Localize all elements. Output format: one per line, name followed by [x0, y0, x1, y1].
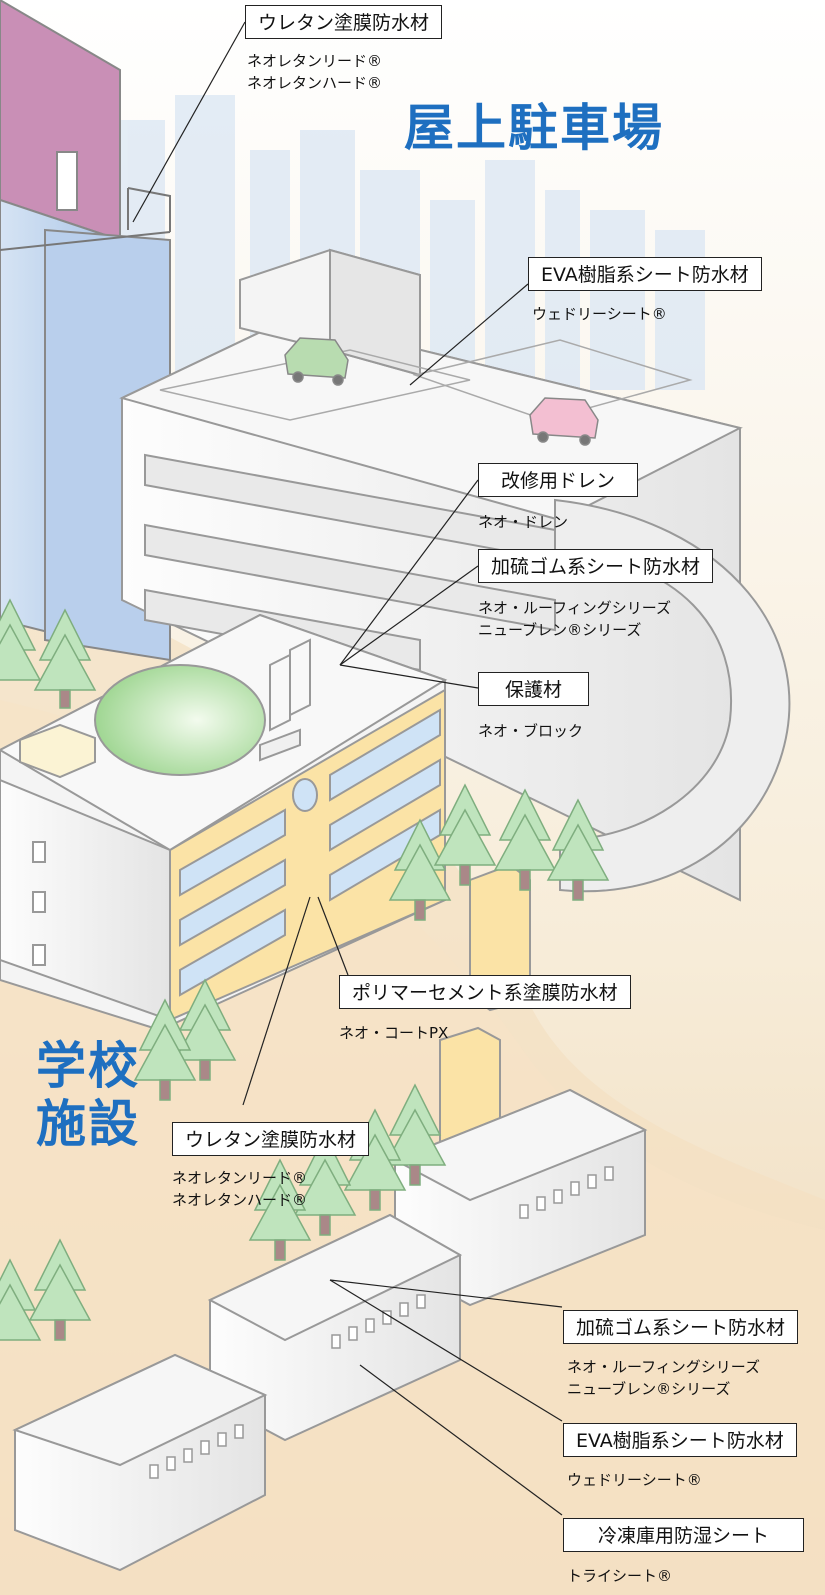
callout-urethane-top-products: ネオレタンリード® ネオレタンハード® — [247, 50, 382, 94]
callout-protection-title: 保護材 — [478, 672, 590, 706]
product-item: ネオ・コートPX — [339, 1024, 449, 1042]
product-item: ネオレタンリード® — [172, 1169, 308, 1187]
callout-drain-products: ネオ・ドレン — [478, 511, 568, 533]
product-item: ネオ・ルーフィングシリーズ — [478, 599, 672, 617]
school-title-line2: 施設 — [36, 1095, 140, 1153]
product-item: ネオ・ブロック — [478, 722, 584, 740]
left-tower — [0, 0, 171, 662]
callout-urethane-school-products: ネオレタンリード® ネオレタンハード® — [172, 1167, 307, 1211]
warehouse-vents — [149, 1166, 614, 1479]
school-title-line1: 学校 — [36, 1037, 140, 1095]
car-pink — [529, 397, 599, 446]
callout-freezer-sheet-products: トライシート® — [567, 1565, 672, 1587]
trees — [0, 598, 610, 1341]
product-item: ウェドリーシート® — [532, 305, 667, 323]
product-item: ネオレタンハード® — [172, 1191, 308, 1209]
warehouses — [12, 1088, 648, 1572]
callout-polymer-cement-products: ネオ・コートPX — [339, 1022, 448, 1044]
rooftop-parking-title: 屋上駐車場 — [404, 99, 664, 157]
product-item: ネオレタンリード® — [247, 52, 383, 70]
callout-protection-products: ネオ・ブロック — [478, 720, 583, 742]
school-facility-title: 学校 施設 — [36, 1037, 140, 1153]
product-item: ウェドリーシート® — [567, 1471, 702, 1489]
school-building — [0, 613, 448, 1032]
callout-drain-title: 改修用ドレン — [478, 463, 639, 497]
callout-urethane-top-title: ウレタン塗膜防水材 — [245, 5, 443, 39]
product-item: ネオ・ドレン — [478, 513, 569, 531]
callout-rubber-warehouse-products: ネオ・ルーフィングシリーズ ニューブレン®シリーズ — [567, 1356, 760, 1400]
callout-eva-top-products: ウェドリーシート® — [532, 303, 667, 325]
product-item: ネオ・ルーフィングシリーズ — [567, 1358, 761, 1376]
car-green — [284, 337, 349, 386]
product-item: ニューブレン®シリーズ — [567, 1380, 731, 1398]
product-item: ネオレタンハード® — [247, 74, 383, 92]
callout-eva-warehouse-products: ウェドリーシート® — [567, 1469, 702, 1491]
callout-freezer-sheet-title: 冷凍庫用防湿シート — [563, 1518, 805, 1552]
callout-urethane-school-title: ウレタン塗膜防水材 — [172, 1122, 370, 1156]
callout-polymer-cement-title: ポリマーセメント系塗膜防水材 — [339, 975, 631, 1009]
callout-eva-warehouse-title: EVA樹脂系シート防水材 — [563, 1423, 797, 1457]
callout-rubber-top-title: 加硫ゴム系シート防水材 — [478, 549, 714, 583]
callout-rubber-warehouse-title: 加硫ゴム系シート防水材 — [563, 1310, 799, 1344]
callout-rubber-top-products: ネオ・ルーフィングシリーズ ニューブレン®シリーズ — [478, 597, 671, 641]
product-item: ニューブレン®シリーズ — [478, 621, 642, 639]
product-item: トライシート® — [567, 1567, 673, 1585]
callout-eva-top-title: EVA樹脂系シート防水材 — [528, 257, 762, 291]
leader-lines — [132, 21, 563, 1516]
